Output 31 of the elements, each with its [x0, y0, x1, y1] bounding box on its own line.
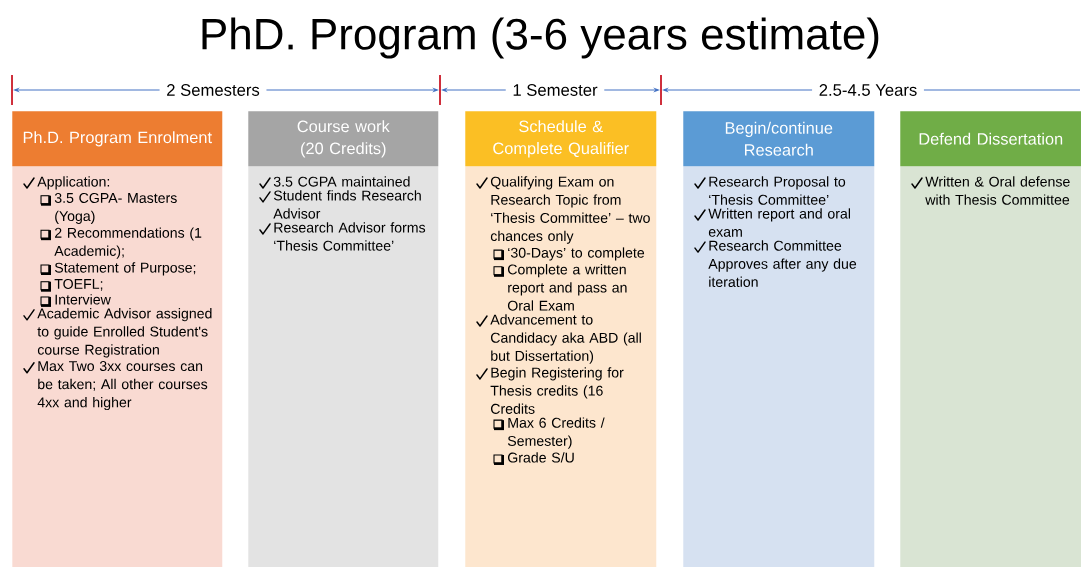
list-item: 3.5 CGPA maintained — [273, 176, 410, 187]
list-item: Max Two 3xx courses can be taken; All other courses 4xx and higher — [37, 361, 208, 411]
list-item: Research Committee Approves after any due iteration — [708, 240, 857, 287]
list-item: Advancement to Candidacy aka ABD (all but Dissertation) — [490, 314, 641, 364]
list-item: Begin Registering for Thesis credits (16 Credits — [490, 367, 624, 414]
list-item: Statement of Purpose; — [54, 262, 196, 276]
list-item: Written report and oral exam — [708, 208, 850, 237]
column-header: Course work (20 Credits) — [248, 111, 439, 167]
column-header: Schedule & Complete Qualifier — [465, 111, 657, 167]
list-item: Complete a written report and pass an Oral Exam — [507, 264, 627, 311]
list-item: 2 Recommendations (1 Academic); — [54, 227, 202, 259]
list-item: Max 6 Credits / Semester) — [507, 417, 605, 449]
dimension-label: 2 Semesters — [159, 81, 267, 99]
list-item: Research Proposal to ‘Thesis Committee’ — [709, 176, 846, 205]
column-header: Ph.D. Program Enrolment — [12, 111, 223, 167]
list-item: Research Advisor forms ‘Thesis Committee’ — [274, 222, 426, 251]
dimension-label: 2.5-4.5 Years — [812, 81, 924, 99]
column-header: Defend Dissertation — [900, 111, 1081, 167]
list-item: Application: — [37, 176, 110, 190]
list-item: 3.5 CGPA- Masters (Yoga) — [54, 192, 177, 224]
list-item: ‘30-Days’ to complete — [508, 247, 645, 261]
list-item: TOEFL; — [54, 278, 103, 291]
list-item: Interview — [55, 294, 111, 305]
title: PhD. Program (3-6 years estimate) — [202, 17, 879, 59]
list-item: Written & Oral defense with Thesis Committee — [925, 176, 1070, 205]
list-item: Academic Advisor assigned to guide Enrolled Student's course Registration — [37, 308, 212, 358]
list-item: Grade S/U — [508, 452, 574, 463]
list-item: Qualifying Exam on Research Topic from ‘Thesis Committee’ – two chances only — [490, 176, 650, 244]
dimension-label: 1 Semester — [505, 81, 605, 99]
column-header: Begin/continue Research — [683, 111, 875, 167]
list-item: Student finds Research Advisor — [273, 190, 421, 219]
